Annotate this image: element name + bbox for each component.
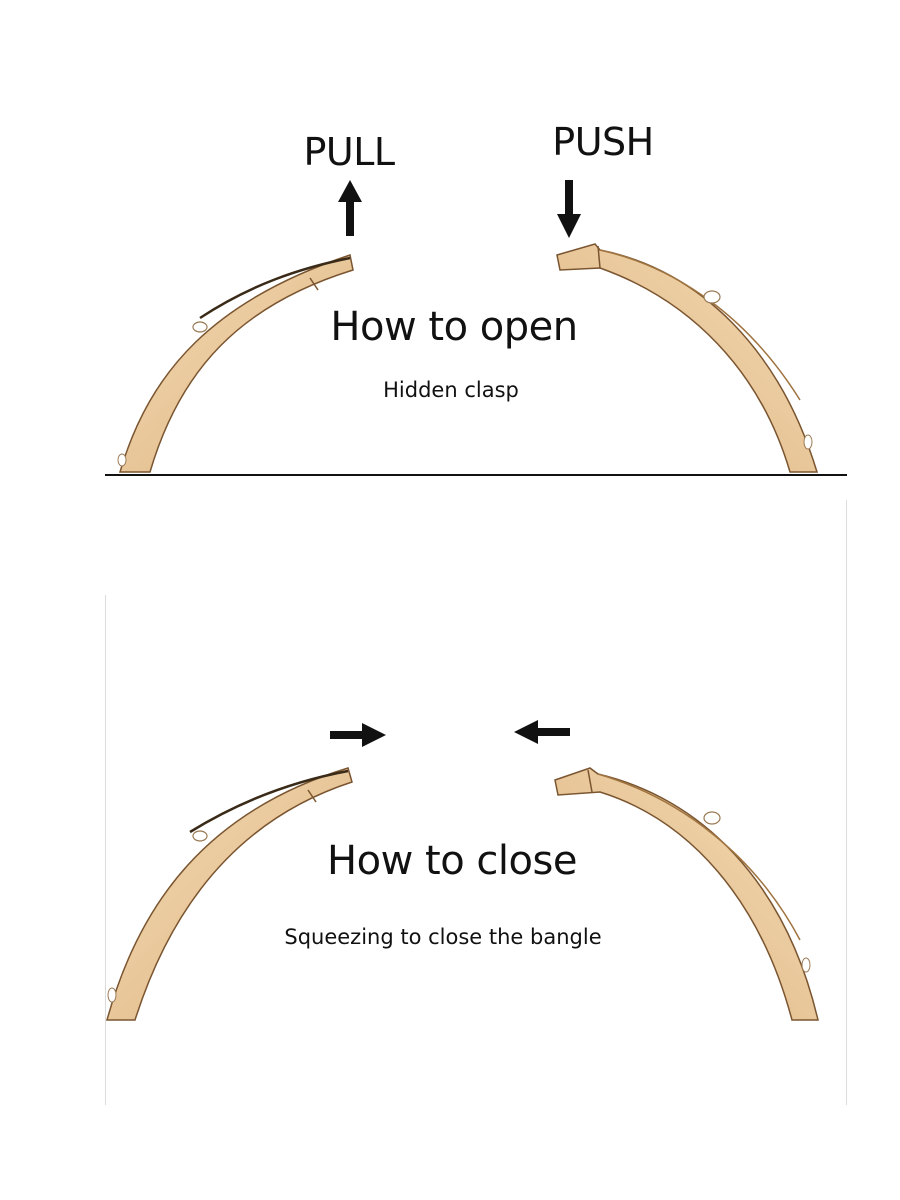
close-diagram [106, 720, 819, 1021]
arrow-left-icon [514, 720, 570, 744]
close-instructions-panel: How to close Squeezing to close the bang… [0, 480, 900, 1200]
bangle-right-half [554, 767, 819, 1021]
stone-icon [192, 830, 208, 842]
scan-edge-left [105, 595, 106, 1105]
arrow-up-icon [338, 180, 362, 236]
open-instructions-panel: PULL PUSH How to open Hidden clasp [0, 0, 900, 478]
section-divider [105, 474, 847, 476]
stone-icon [801, 957, 811, 973]
close-subtitle: Squeezing to close the bangle [284, 925, 602, 949]
push-label: PUSH [552, 120, 654, 164]
stone-icon [803, 434, 813, 450]
pull-label: PULL [303, 130, 395, 174]
stone-icon [192, 321, 208, 333]
bangle-left-half [117, 254, 354, 473]
open-diagram [117, 180, 819, 473]
close-title: How to close [327, 838, 577, 884]
scan-edge-right [846, 500, 847, 1105]
stone-icon [117, 453, 127, 467]
bangle-left-half [106, 767, 353, 1021]
arrow-right-icon [330, 723, 386, 747]
arrow-down-icon [557, 180, 581, 238]
open-title: How to open [330, 304, 578, 350]
stone-icon [107, 987, 117, 1003]
stone-icon [703, 811, 721, 825]
open-subtitle: Hidden clasp [383, 378, 519, 402]
stone-icon [703, 290, 721, 304]
bangle-right-half [556, 243, 819, 473]
